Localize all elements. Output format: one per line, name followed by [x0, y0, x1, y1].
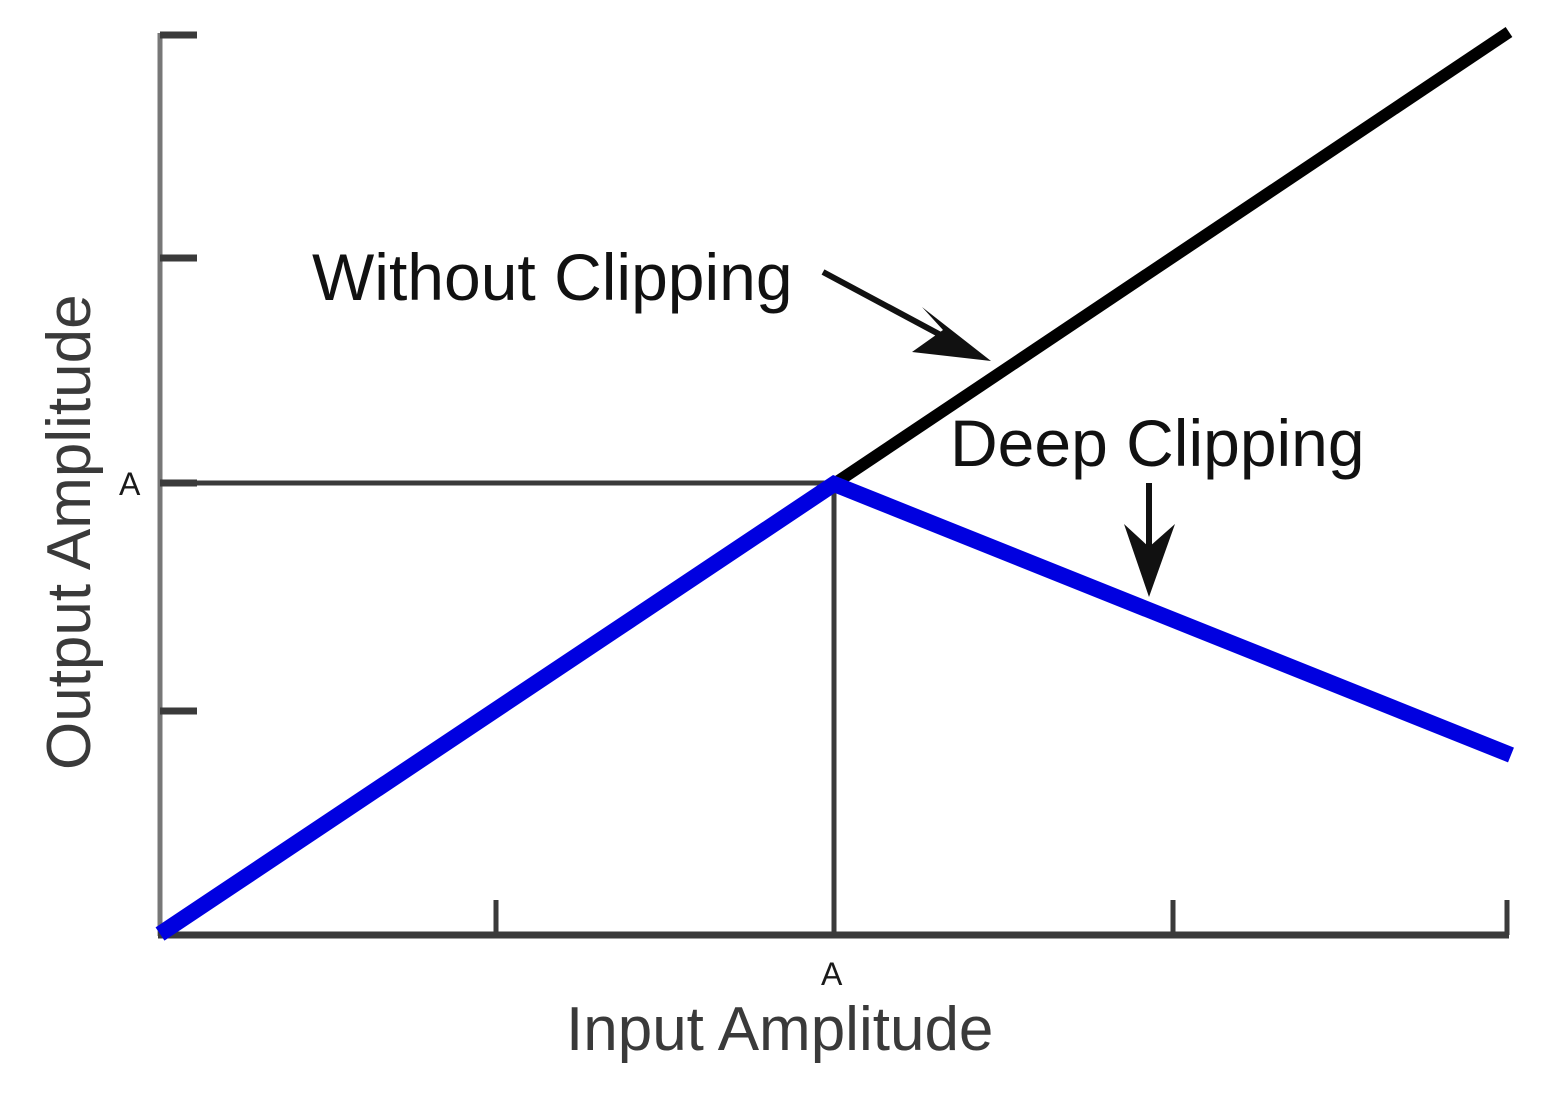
- x-axis-ticks: [493, 900, 1510, 935]
- threshold-reference-lines: [160, 480, 837, 935]
- y-axis-threshold-tick-label: A: [119, 466, 141, 502]
- annotation-deep-clipping: Deep Clipping: [950, 406, 1365, 597]
- series-without-clipping: [824, 27, 1513, 493]
- x-axis-threshold-tick-label: A: [821, 956, 843, 992]
- series-deep-clipping: [155, 475, 1514, 941]
- annotation-deep-clipping-label: Deep Clipping: [950, 406, 1365, 480]
- y-axis-title: Output Amplitude: [35, 294, 104, 770]
- without-clipping-arrow-shaft: [821, 269, 952, 343]
- annotation-without-clipping-label: Without Clipping: [312, 240, 793, 314]
- y-axis-ticks: [160, 31, 197, 715]
- x-axis-title: Input Amplitude: [566, 995, 993, 1064]
- deep-clipping-arrow-head: [1124, 524, 1175, 597]
- without-clipping-arrow-head: [912, 307, 991, 361]
- annotation-without-clipping: Without Clipping: [312, 240, 991, 361]
